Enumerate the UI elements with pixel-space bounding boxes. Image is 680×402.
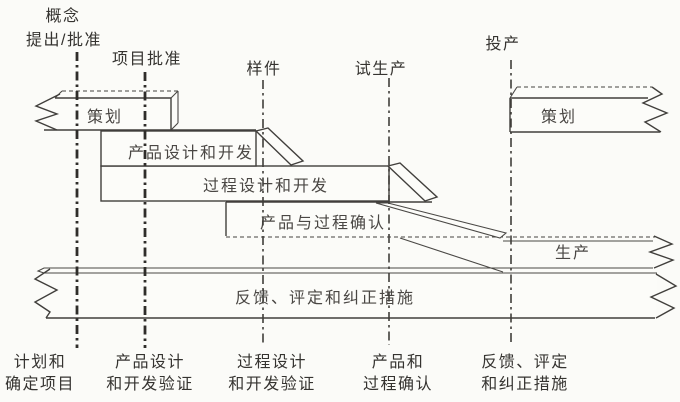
milestone-lines <box>75 52 512 348</box>
product-design-ramp-edge <box>254 127 305 166</box>
process-design-bar-face <box>101 166 389 201</box>
bar-validation: 产品与过程确认 <box>225 201 508 273</box>
validation-to-feedback-diagonal <box>399 237 504 273</box>
milestone-label-pilot: 试生产 <box>355 60 408 78</box>
validation-ramp-edge <box>375 202 508 239</box>
planning-left-3d-edges <box>54 90 179 131</box>
phase-label-product-design-verify-line1: 产品设计 <box>115 353 185 371</box>
bar-production: 生产 <box>226 235 675 269</box>
phase-label-product-design-verify-line2: 和开发验证 <box>106 375 194 393</box>
bottom-phase-labels: 计划和 确定项目 产品设计 和开发验证 过程设计 和开发验证 产品和 过程确认 … <box>5 353 569 393</box>
bar-planning-right-label: 策划 <box>541 108 577 126</box>
bar-validation-label: 产品与过程确认 <box>260 214 386 232</box>
milestone-label-concept-line2: 提出/批准 <box>26 31 102 49</box>
phase-label-feedback-line2: 和纠正措施 <box>481 375 569 393</box>
planning-right-torn-edge <box>641 86 669 133</box>
planning-left-torn-edge <box>34 93 61 131</box>
phase-label-process-design-verify-line1: 过程设计 <box>237 353 307 371</box>
feedback-top-front-edge <box>36 267 657 274</box>
bar-product-design-label: 产品设计和开发 <box>128 144 254 162</box>
planning-left-face <box>36 91 178 130</box>
product-design-ramp-face <box>256 128 303 165</box>
bar-production-label: 生产 <box>555 244 591 262</box>
product-design-bar-outline <box>100 130 257 167</box>
bar-product-design: 产品设计和开发 <box>100 127 305 167</box>
bar-process-design: 过程设计和开发 <box>100 162 439 202</box>
feedback-right-torn-edge <box>649 273 678 319</box>
milestone-label-prototype: 样件 <box>246 60 281 78</box>
feedback-left-torn-edge <box>33 268 59 319</box>
bar-planning-left: 策划 <box>34 90 256 131</box>
bar-planning-right: 策划 <box>509 86 669 133</box>
product-design-bar-face <box>101 131 256 166</box>
bar-feedback: 反馈、评定和纠正措施 <box>33 267 678 319</box>
phase-label-plan-define-line1: 计划和 <box>14 353 67 371</box>
milestone-label-program-approval: 项目批准 <box>112 50 182 68</box>
phase-label-feedback-line1: 反馈、评定 <box>481 353 569 371</box>
top-milestone-labels: 概念 提出/批准 项目批准 样件 试生产 投产 <box>26 6 520 78</box>
process-design-ramp-face <box>388 163 437 201</box>
phase-label-validation-line1: 产品和 <box>372 353 425 371</box>
milestone-label-concept-line1: 概念 <box>45 6 80 25</box>
bar-feedback-label: 反馈、评定和纠正措施 <box>235 289 415 307</box>
planning-right-3d-edge <box>509 86 518 99</box>
production-right-torn-edge <box>647 235 675 269</box>
phase-label-process-design-verify-line2: 和开发验证 <box>228 375 316 393</box>
planning-right-face <box>510 87 668 132</box>
milestone-label-launch: 投产 <box>485 35 520 53</box>
bar-planning-left-label: 策划 <box>87 108 123 126</box>
phase-label-plan-define-line2: 确定项目 <box>5 375 75 393</box>
feedback-bar-face <box>35 268 657 318</box>
phase-label-validation-line2: 过程确认 <box>363 375 433 393</box>
bar-process-design-label: 过程设计和开发 <box>203 177 329 195</box>
process-design-ramp-edge <box>386 162 439 202</box>
